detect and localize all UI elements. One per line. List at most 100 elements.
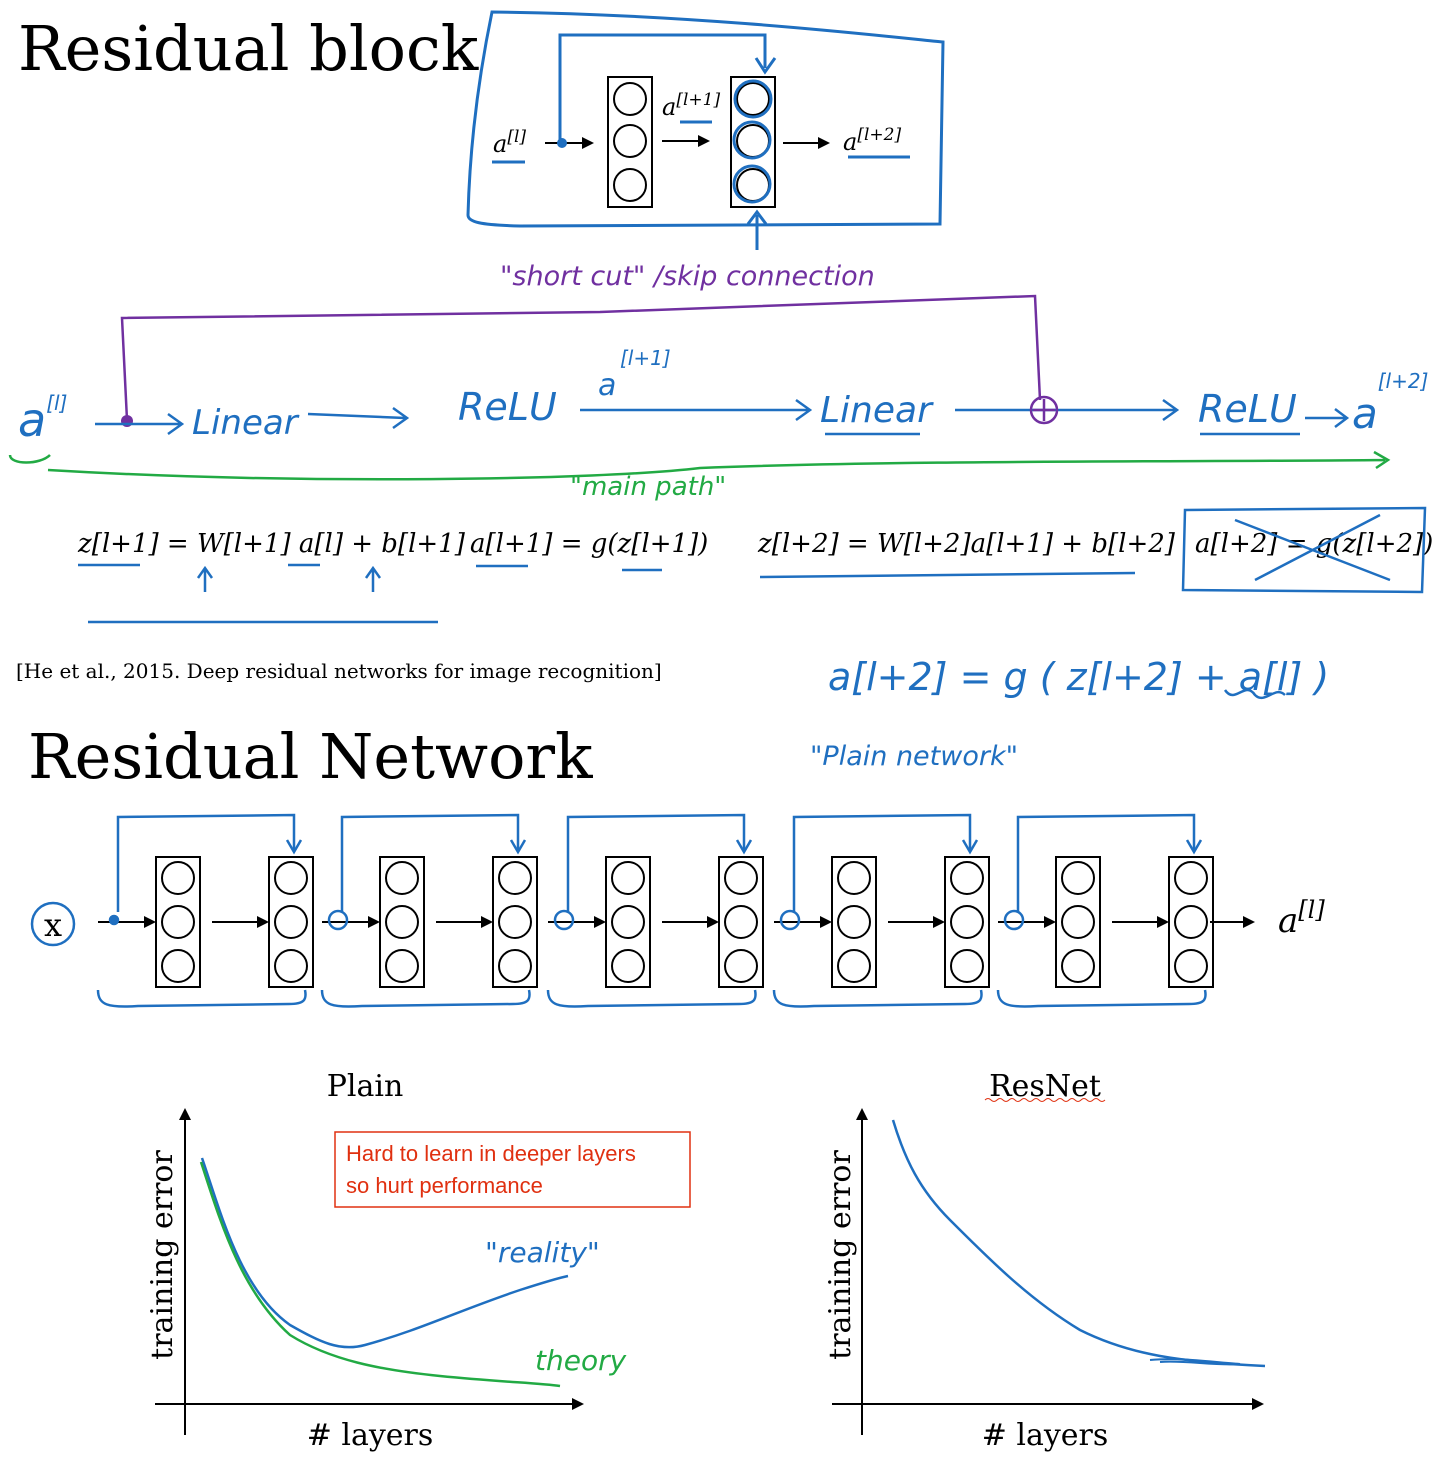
neuron (1061, 949, 1095, 983)
arrow-head (481, 916, 493, 928)
neuron (611, 905, 645, 939)
neuron (611, 861, 645, 895)
arrow-head (1243, 916, 1255, 928)
theory-curve (199, 1161, 561, 1388)
neuron-highlight (733, 79, 773, 119)
neuron (274, 905, 308, 939)
neuron (385, 905, 419, 939)
layer-box (730, 76, 776, 208)
layer-box (607, 76, 653, 208)
layer-box (944, 856, 990, 988)
block-skip-connection (566, 813, 746, 912)
arrow-head (933, 916, 945, 928)
neuron (724, 949, 758, 983)
citation: [He et al., 2015. Deep residual networks… (16, 659, 662, 683)
skip-connection-path (120, 294, 1042, 421)
neuron (385, 949, 419, 983)
layer-box (718, 856, 764, 988)
arrow (196, 565, 214, 592)
arrow-head (707, 916, 719, 928)
neuron (613, 168, 647, 202)
main-path-bracket (8, 450, 1391, 481)
resnet-plot-title: ResNet (989, 1069, 1101, 1104)
neuron (837, 905, 871, 939)
skip-split-dot (108, 914, 120, 926)
resnet-curve (891, 1119, 1266, 1368)
neuron (1174, 861, 1208, 895)
skip-arrowhead (754, 57, 777, 75)
layer-box (1055, 856, 1101, 988)
theory-label: theory (535, 1344, 627, 1377)
block-skip-connection (792, 813, 972, 912)
arrow (580, 398, 813, 422)
neuron (837, 861, 871, 895)
layer-box (605, 856, 651, 988)
neuron (1174, 905, 1208, 939)
spellcheck-underline (984, 1098, 1106, 1102)
residual-block-title: Residual block (18, 12, 479, 85)
neuron (274, 861, 308, 895)
resnet-y-label: training error (823, 1150, 858, 1360)
plain-plot-title: Plain (327, 1069, 404, 1104)
skip-split-dot (553, 909, 575, 931)
arrow (955, 398, 1180, 422)
neuron (161, 905, 195, 939)
arrow (364, 565, 382, 592)
layer-box (155, 856, 201, 988)
arrow-head (368, 916, 380, 928)
block-skip-arrowhead (961, 839, 979, 855)
arrow-head (257, 916, 269, 928)
neuron (498, 949, 532, 983)
resnet-x-label: # layers (982, 1418, 1109, 1453)
block-skip-connection (1016, 813, 1196, 912)
network-input: x (44, 906, 62, 944)
input-circle (30, 901, 76, 947)
neuron-highlight (732, 164, 772, 204)
neuron (950, 905, 984, 939)
block-bracket (996, 989, 1207, 1008)
arrow-head (144, 916, 156, 928)
neuron (613, 124, 647, 158)
neuron (736, 82, 770, 116)
neuron (385, 861, 419, 895)
equation-a2-new: a[l+2] = g ( z[l+2] + a[l] ) (828, 655, 1329, 699)
neuron (498, 861, 532, 895)
equation-z1: z[l+1] = W[l+1] a[l] + b[l+1] (77, 529, 466, 559)
neuron (498, 905, 532, 939)
path-linear-2: Linear (820, 390, 934, 431)
block-bracket (546, 989, 757, 1008)
neuron (837, 949, 871, 983)
shortcut-label: "short cut" /skip connection (500, 261, 875, 292)
arrow-head (1157, 916, 1169, 928)
neuron-highlight (732, 120, 772, 160)
plain-y-label: training error (145, 1150, 180, 1360)
path-relu-2: ReLU (1198, 387, 1297, 431)
block-bracket (772, 989, 983, 1008)
underline (759, 571, 1136, 579)
note-line-1: Hard to learn in deeper layers (346, 1141, 636, 1166)
neuron (724, 861, 758, 895)
block-skip-arrowhead (509, 839, 527, 855)
resnet-blocks (96, 813, 1255, 1008)
crossed-box (1181, 506, 1427, 594)
neuron (613, 82, 647, 116)
skip-arrow (558, 33, 767, 140)
neuron (274, 949, 308, 983)
block-skip-arrowhead (1185, 839, 1203, 855)
block-skip-arrowhead (735, 839, 753, 855)
block-skip-arrowhead (285, 839, 303, 855)
main-path-label: "main path" (570, 472, 726, 502)
layer-box (268, 856, 314, 988)
reality-curve (200, 1157, 569, 1349)
arrow (95, 412, 185, 436)
squiggle (1223, 688, 1286, 700)
reality-label: "reality" (485, 1236, 600, 1269)
block-skip-connection (340, 813, 520, 912)
block-bracket (96, 989, 307, 1008)
block-frame (466, 10, 945, 228)
equation-a2-old: a[l+2] = g(z[l+2]) (1195, 529, 1433, 559)
block-skip-connection (116, 813, 296, 912)
neuron (161, 949, 195, 983)
neuron (161, 861, 195, 895)
network-output: a[l] (1278, 896, 1325, 941)
